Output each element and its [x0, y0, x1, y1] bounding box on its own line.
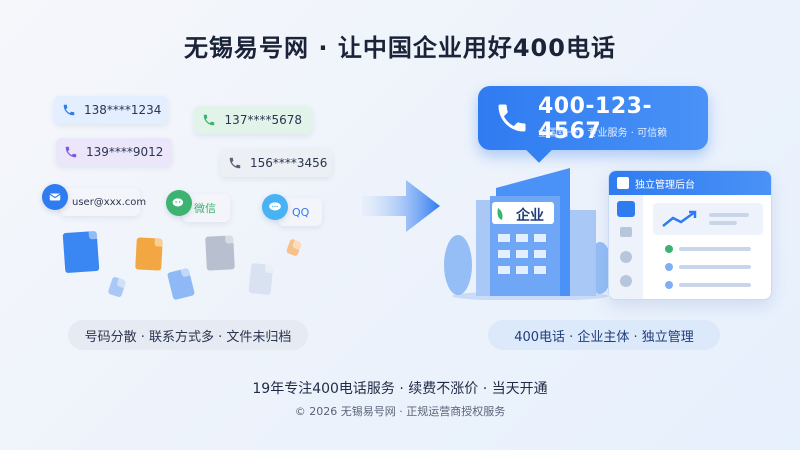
chat-bubble-icon: [262, 194, 288, 220]
left-caption: 号码分散 · 联系方式多 · 文件未归档: [68, 320, 308, 350]
right-caption-text: 400电话 · 企业主体 · 独立管理: [514, 329, 694, 345]
document-icon: [62, 230, 100, 274]
footer-copyright: © 2026 无锡易号网 · 正规运营商授权服务: [294, 405, 506, 418]
phone-icon: [64, 144, 78, 160]
phone-chip-4: 156****3456: [220, 149, 332, 177]
panel-header: 独立管理后台: [609, 171, 771, 195]
phone-chip-text: 139****9012: [86, 145, 164, 159]
user-icon: [620, 251, 632, 263]
phone-icon: [228, 155, 242, 171]
chart-card: [653, 203, 763, 235]
chart-icon: [620, 227, 632, 237]
hotline-number: 400-123-4567: [538, 94, 653, 144]
wechat-chip-text: 微信: [194, 202, 216, 215]
document-icon: [166, 267, 196, 301]
footer-tagline: 19年专注400电话服务 · 续费不涨价 · 当天开通: [252, 381, 548, 397]
admin-panel-mockup: 独立管理后台: [608, 170, 772, 300]
list-item: [653, 279, 763, 293]
phone-icon: [62, 102, 76, 118]
phone-chip-1: 138****1234: [54, 96, 168, 124]
building-sign: 企业: [516, 208, 544, 224]
document-icon: [205, 235, 235, 271]
page-title: 无锡易号网 · 让中国企业用好400电话: [184, 34, 616, 62]
email-chip: user@xxx.com: [60, 188, 146, 216]
phone-icon: [202, 112, 217, 128]
panel-sidebar: [609, 195, 643, 299]
arrow-right-icon: [362, 180, 440, 232]
hotline-bubble: 400-123-4567 全国统一 · 专业服务 · 可信赖: [478, 86, 708, 163]
panel-title: 独立管理后台: [635, 179, 695, 191]
document-icon: [248, 262, 274, 296]
trend-line-icon: [662, 210, 697, 227]
phone-chip-text: 137****5678: [224, 113, 302, 127]
phone-chip-text: 138****1234: [84, 103, 162, 117]
hotline-subtitle: 全国统一 · 专业服务 · 可信赖: [538, 128, 668, 139]
qq-chip-text: QQ: [292, 205, 310, 219]
company-building-illustration: [444, 168, 612, 300]
document-icon: [285, 238, 303, 257]
mail-icon: [42, 184, 68, 210]
phone-icon: [498, 104, 526, 132]
right-caption: 400电话 · 企业主体 · 独立管理: [488, 320, 720, 350]
email-chip-text: user@xxx.com: [72, 196, 147, 208]
home-icon: [617, 201, 635, 217]
phone-chip-2: 137****5678: [194, 106, 312, 134]
wechat-icon: [166, 190, 192, 216]
phone-chip-3: 139****9012: [56, 138, 172, 166]
gear-icon: [620, 275, 632, 287]
document-icon: [107, 276, 127, 298]
phone-chip-text: 156****3456: [250, 156, 328, 170]
document-icon: [135, 237, 163, 271]
shield-icon: [617, 177, 629, 189]
list-item: [653, 243, 763, 257]
left-caption-text: 号码分散 · 联系方式多 · 文件未归档: [84, 329, 292, 345]
list-item: [653, 261, 763, 275]
